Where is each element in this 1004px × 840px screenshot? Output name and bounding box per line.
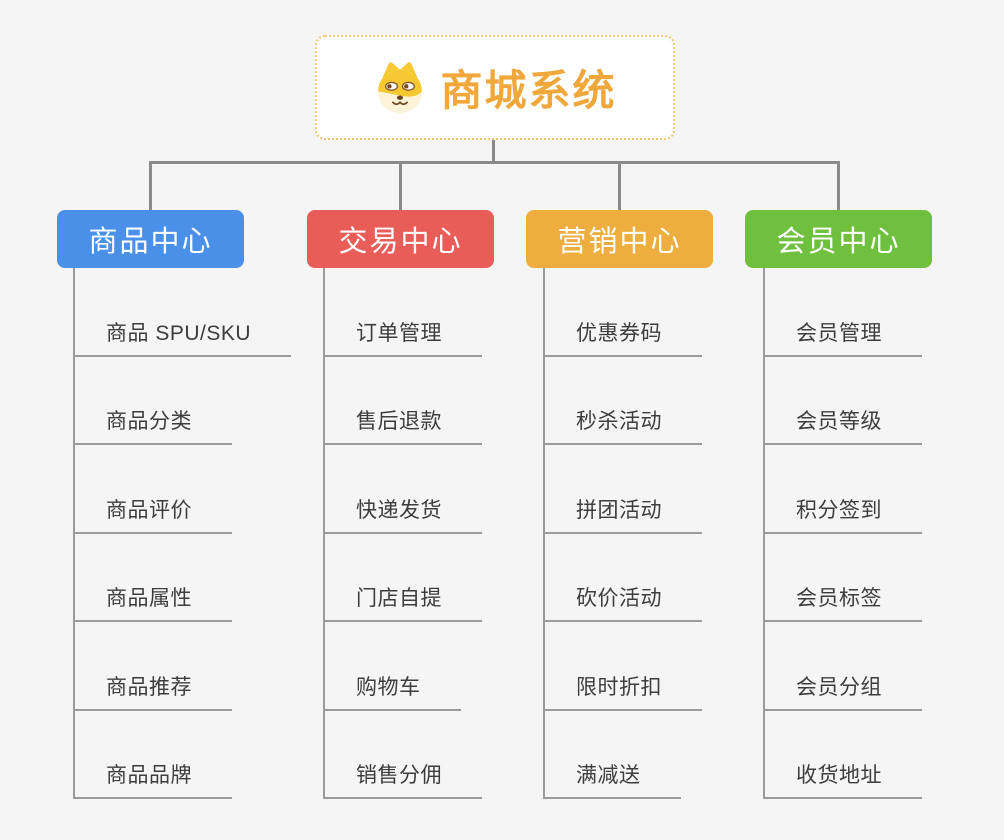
leaf-node-label[interactable]: 砍价活动: [543, 582, 702, 622]
leaf-node: 限时折扣: [543, 622, 702, 711]
leaf-node: 会员标签: [763, 534, 922, 622]
branch-label: 交易中心: [338, 226, 463, 258]
leaf-column-marketing-center: 优惠券码 秒杀活动 拼团活动 砍价活动 限时折扣 满减送: [543, 268, 702, 799]
leaf-node-label[interactable]: 会员分组: [763, 671, 922, 711]
leaf-node: 优惠券码: [543, 268, 702, 357]
leaf-node: 秒杀活动: [543, 357, 702, 445]
leaf-node-label[interactable]: 商品推荐: [73, 671, 232, 711]
leaf-column-product-center: 商品 SPU/SKU 商品分类 商品评价 商品属性 商品推荐 商品品牌: [73, 268, 292, 799]
leaf-node-label[interactable]: 门店自提: [323, 582, 482, 622]
connector-drop-member-center: [837, 163, 840, 210]
branch-node-member-center[interactable]: 会员中心: [745, 210, 932, 268]
leaf-node-label[interactable]: 商品分类: [73, 405, 232, 445]
leaf-node: 快递发货: [323, 445, 482, 534]
connector-drop-trade-center: [399, 163, 402, 210]
leaf-node: 会员管理: [763, 268, 922, 357]
leaf-node-label[interactable]: 商品属性: [73, 582, 232, 622]
leaf-node-label[interactable]: 快递发货: [323, 494, 482, 534]
leaf-node-label[interactable]: 商品评价: [73, 494, 232, 534]
leaf-node-label[interactable]: 秒杀活动: [543, 405, 702, 445]
branch-node-marketing-center[interactable]: 营销中心: [526, 210, 713, 268]
root-node-mall-system[interactable]: 商城系统: [315, 35, 675, 140]
leaf-node: 商品 SPU/SKU: [73, 268, 292, 357]
leaf-node: 销售分佣: [323, 711, 482, 799]
leaf-node-label[interactable]: 优惠券码: [543, 317, 702, 357]
branch-label: 会员中心: [776, 226, 901, 258]
leaf-node: 商品推荐: [73, 622, 291, 711]
branch-label: 商品中心: [88, 226, 213, 258]
leaf-node-label[interactable]: 订单管理: [323, 317, 482, 357]
leaf-node: 拼团活动: [543, 445, 702, 534]
connector-column-line: [543, 268, 545, 799]
leaf-column-trade-center: 订单管理 售后退款 快递发货 门店自提 购物车 销售分佣: [323, 268, 482, 799]
leaf-node: 满减送: [543, 711, 702, 799]
leaf-node: 积分签到: [763, 445, 922, 534]
leaf-list: 会员管理 会员等级 积分签到 会员标签 会员分组 收货地址: [763, 268, 922, 799]
leaf-node: 购物车: [323, 622, 482, 711]
connector-column-line: [763, 268, 765, 799]
connector-horizontal-bus: [149, 161, 840, 164]
connector-column-line: [323, 268, 325, 799]
leaf-node: 会员等级: [763, 357, 922, 445]
leaf-node-label[interactable]: 满减送: [543, 759, 681, 799]
leaf-node-label[interactable]: 积分签到: [763, 494, 922, 534]
leaf-node-label[interactable]: 收货地址: [763, 759, 922, 799]
leaf-node-label[interactable]: 拼团活动: [543, 494, 702, 534]
connector-drop-marketing-center: [618, 163, 621, 210]
leaf-node-label[interactable]: 商品 SPU/SKU: [73, 317, 292, 357]
leaf-node: 收货地址: [763, 711, 922, 799]
leaf-node: 商品分类: [73, 357, 291, 445]
leaf-node-label[interactable]: 购物车: [323, 671, 461, 711]
leaf-node-label[interactable]: 销售分佣: [323, 759, 482, 799]
leaf-node-label[interactable]: 会员标签: [763, 582, 922, 622]
root-node-title: 商城系统: [440, 67, 617, 114]
leaf-node: 售后退款: [323, 357, 482, 445]
leaf-node: 订单管理: [323, 268, 482, 357]
leaf-list: 优惠券码 秒杀活动 拼团活动 砍价活动 限时折扣 满减送: [543, 268, 702, 799]
branch-node-product-center[interactable]: 商品中心: [57, 210, 244, 268]
leaf-node-label[interactable]: 售后退款: [323, 405, 482, 445]
dog-face-icon: [378, 61, 423, 113]
connector-root-stem: [492, 140, 495, 164]
leaf-list: 订单管理 售后退款 快递发货 门店自提 购物车 销售分佣: [323, 268, 482, 799]
leaf-list: 商品 SPU/SKU 商品分类 商品评价 商品属性 商品推荐 商品品牌: [73, 268, 292, 799]
leaf-node: 砍价活动: [543, 534, 702, 622]
leaf-node: 商品评价: [73, 445, 291, 534]
connector-column-line: [73, 268, 75, 799]
connector-drop-product-center: [149, 163, 152, 210]
leaf-node: 商品品牌: [73, 711, 291, 799]
leaf-node: 商品属性: [73, 534, 291, 622]
leaf-node: 会员分组: [763, 622, 922, 711]
leaf-node-label[interactable]: 会员管理: [763, 317, 922, 357]
leaf-node-label[interactable]: 限时折扣: [543, 671, 702, 711]
branch-node-trade-center[interactable]: 交易中心: [307, 210, 494, 268]
leaf-node-label[interactable]: 会员等级: [763, 405, 922, 445]
leaf-node-label[interactable]: 商品品牌: [73, 759, 232, 799]
leaf-column-member-center: 会员管理 会员等级 积分签到 会员标签 会员分组 收货地址: [763, 268, 922, 799]
branch-label: 营销中心: [557, 226, 682, 258]
leaf-node: 门店自提: [323, 534, 482, 622]
